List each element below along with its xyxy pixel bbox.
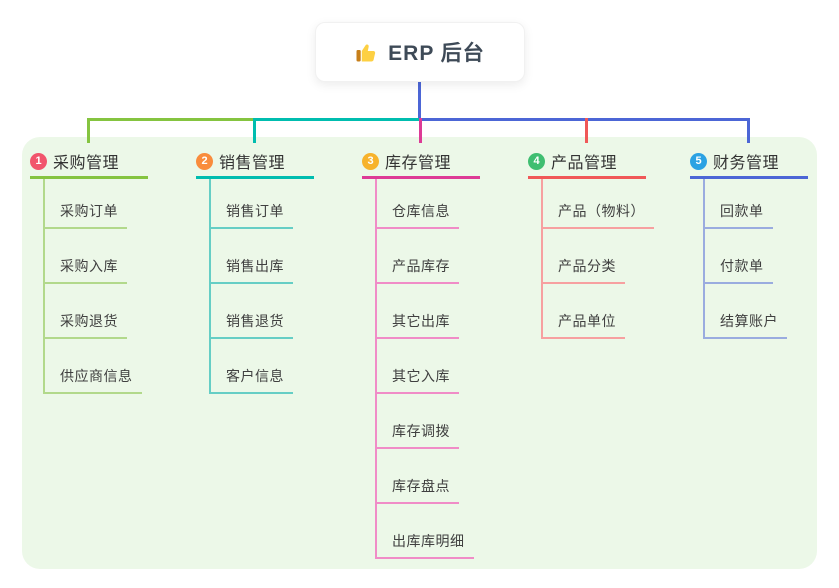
branch-index-badge: 1 <box>30 152 47 170</box>
child-node[interactable]: 仓库信息 <box>375 201 459 229</box>
child-node[interactable]: 产品单位 <box>541 311 625 339</box>
branch-node-2[interactable]: 2 销售管理 <box>196 146 314 179</box>
branches-panel <box>22 137 817 569</box>
branch-index-badge: 4 <box>528 152 545 170</box>
connector-root-drop <box>418 82 421 119</box>
root-node[interactable]: ERP 后台 <box>315 22 525 82</box>
child-node[interactable]: 产品（物料） <box>541 201 654 229</box>
branch-label: 销售管理 <box>219 155 286 172</box>
child-node[interactable]: 客户信息 <box>209 366 293 394</box>
branch-index-badge: 5 <box>690 152 707 170</box>
child-node[interactable]: 销售订单 <box>209 201 293 229</box>
connector-branch-drop <box>253 118 256 143</box>
branch-child-connector <box>209 179 211 394</box>
connector-branch-drop <box>747 118 750 143</box>
branch-child-connector <box>541 179 543 339</box>
branch-node-3[interactable]: 3 库存管理 <box>362 146 480 179</box>
child-node[interactable]: 其它入库 <box>375 366 459 394</box>
child-node[interactable]: 库存调拨 <box>375 421 459 449</box>
child-node[interactable]: 产品库存 <box>375 256 459 284</box>
child-node[interactable]: 销售出库 <box>209 256 293 284</box>
connector-bus-segment <box>87 118 253 121</box>
root-title: ERP 后台 <box>388 42 485 65</box>
branch-label: 产品管理 <box>551 155 618 172</box>
branch-node-5[interactable]: 5 财务管理 <box>690 146 808 179</box>
branch-index-badge: 3 <box>362 152 379 170</box>
branch-child-connector <box>43 179 45 394</box>
child-node[interactable]: 付款单 <box>703 256 773 284</box>
child-node[interactable]: 出库库明细 <box>375 531 474 559</box>
connector-branch-drop <box>585 118 588 143</box>
child-node[interactable]: 采购退货 <box>43 311 127 339</box>
thumbs-up-icon <box>355 40 379 64</box>
branch-index-badge: 2 <box>196 152 213 170</box>
child-node[interactable]: 回款单 <box>703 201 773 229</box>
child-node[interactable]: 供应商信息 <box>43 366 142 394</box>
connector-bus-segment <box>253 118 419 121</box>
child-node[interactable]: 产品分类 <box>541 256 625 284</box>
branch-label: 财务管理 <box>713 155 780 172</box>
branch-label: 库存管理 <box>385 155 452 172</box>
branch-child-connector <box>375 179 377 559</box>
child-node[interactable]: 结算账户 <box>703 311 787 339</box>
child-node[interactable]: 销售退货 <box>209 311 293 339</box>
child-node[interactable]: 采购入库 <box>43 256 127 284</box>
connector-bus-segment <box>419 118 750 121</box>
connector-branch-drop <box>87 118 90 143</box>
child-node[interactable]: 库存盘点 <box>375 476 459 504</box>
child-node[interactable]: 其它出库 <box>375 311 459 339</box>
branch-node-4[interactable]: 4 产品管理 <box>528 146 646 179</box>
connector-branch-drop <box>419 118 422 143</box>
child-node[interactable]: 采购订单 <box>43 201 127 229</box>
branch-node-1[interactable]: 1 采购管理 <box>30 146 148 179</box>
branch-label: 采购管理 <box>53 155 120 172</box>
branch-child-connector <box>703 179 705 339</box>
